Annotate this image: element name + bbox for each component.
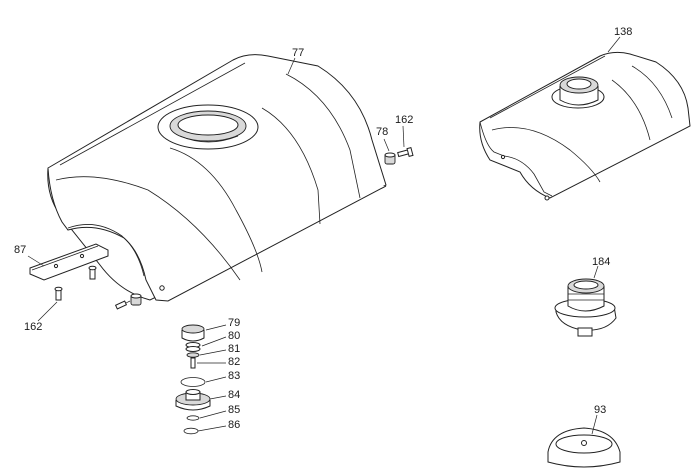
callout-78: 78 [376,126,388,138]
callout-93: 93 [594,404,606,416]
part-79-cup [181,324,205,342]
callout-87: 87 [14,244,26,256]
part-82-pin [190,357,196,369]
part-81-washer [186,352,200,358]
callout-86: 86 [228,419,240,431]
part-84-valve [175,389,211,411]
bushing-78 [384,152,396,165]
leader-lines [27,36,621,435]
callout-162-lower: 162 [24,321,42,333]
tank-large [47,54,387,302]
callout-83: 83 [228,370,240,382]
callout-77: 77 [292,47,304,59]
callout-85: 85 [228,404,240,416]
callout-162-upper: 162 [395,114,413,126]
bushing-screw-lower [114,293,142,310]
callout-79: 79 [228,317,240,329]
part-83-oring [180,377,206,387]
cap-93 [547,427,621,468]
part-80-spring [185,342,201,352]
part-86-ring [183,427,199,435]
tank-small [479,51,691,201]
callout-82: 82 [228,356,240,368]
callout-184: 184 [592,256,610,268]
callout-80: 80 [228,330,240,342]
callout-81: 81 [228,343,240,355]
callout-84: 84 [228,389,240,401]
bolt-162-right [397,147,414,158]
callout-138: 138 [614,26,632,38]
filler-neck-184 [554,278,617,337]
part-85-washer [186,415,200,421]
bracket-87 [29,243,109,281]
bolt-small-a [88,265,97,280]
bolt-162-left [54,286,63,301]
